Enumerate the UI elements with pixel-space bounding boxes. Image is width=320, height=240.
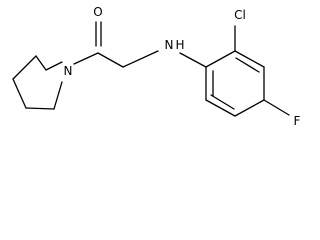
- amine-nitrogen-label: N: [165, 38, 174, 52]
- fluorine-label: F: [294, 114, 301, 128]
- bond-c2-c3: [35, 55, 47, 71]
- bond-c1-c2: [205, 50, 236, 68]
- bond-c6-n: [53, 81, 63, 110]
- bond-ch2-nh: [122, 50, 159, 68]
- bond-c2-c3: [234, 50, 265, 68]
- bond-c5-c6: [25, 107, 55, 110]
- carbonyl-linker: [73, 21, 207, 68]
- bond-carbonyl-ch2: [97, 52, 124, 68]
- chlorine-label: Cl: [234, 8, 246, 22]
- bond-c5-c6: [205, 99, 236, 117]
- bond-nh-ring: [179, 52, 207, 68]
- ring-nitrogen-label: N: [64, 64, 73, 78]
- bond-c5-c6-inner: [210, 94, 235, 110]
- bond-nring-carbonyl: [73, 52, 99, 65]
- bond-n-c2: [45, 61, 63, 71]
- bond-c3-c4: [12, 55, 37, 80]
- amine-hydrogen-label: H: [175, 38, 184, 52]
- molecule-structure-diagram: O N H N Cl F: [12, 5, 301, 128]
- bond-c4-c5: [234, 99, 265, 117]
- bond-c4-f: [263, 99, 290, 116]
- pyrrolidine-ring: [12, 55, 63, 110]
- bond-c2-c3-inner: [235, 57, 260, 73]
- bond-c4-c5: [12, 78, 27, 109]
- benzene-ring: [205, 25, 290, 117]
- oxygen-label: O: [93, 5, 102, 19]
